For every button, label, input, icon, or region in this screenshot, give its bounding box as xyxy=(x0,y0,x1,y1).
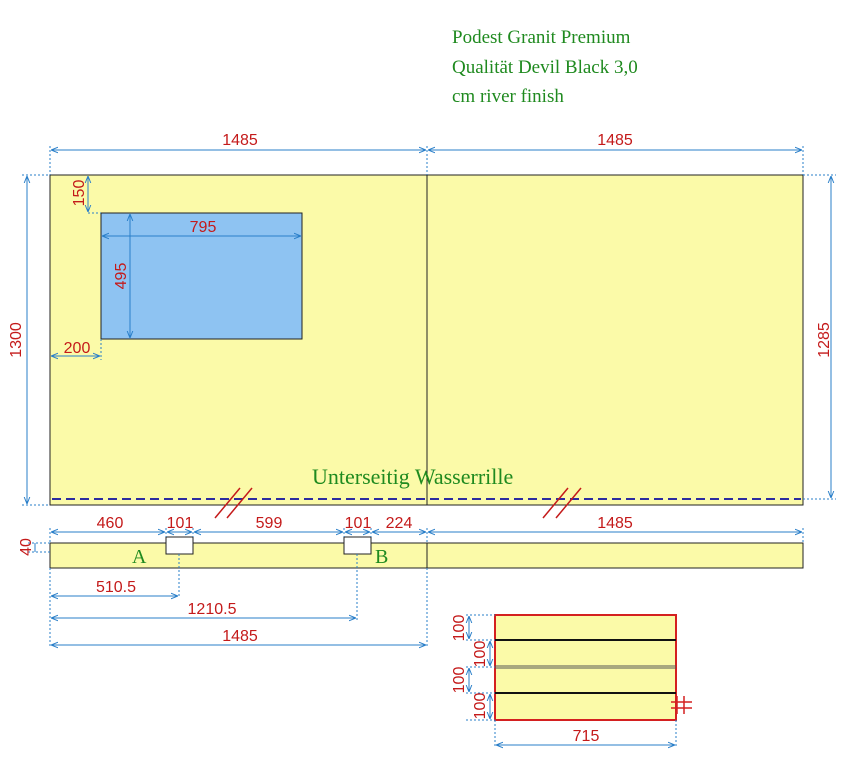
note-line-1: Podest Granit Premium xyxy=(452,27,631,48)
dim-left-width: 1485 xyxy=(222,132,258,149)
dim-seg-460: 460 xyxy=(97,515,124,532)
dim-seg-224: 224 xyxy=(386,515,413,532)
label-b: B xyxy=(375,546,388,568)
dim-right-width: 1485 xyxy=(597,132,633,149)
step-break-mark xyxy=(671,696,692,714)
dim-step-h4: 100 xyxy=(472,693,489,720)
dim-step-h2: 100 xyxy=(472,641,489,668)
dim-seg-599: 599 xyxy=(256,515,283,532)
note-line-3: cm river finish xyxy=(452,86,564,107)
note-line-2: Qualität Devil Black 3,0 xyxy=(452,57,638,78)
strip-right xyxy=(426,542,804,569)
dim-notch-b-width: 101 xyxy=(345,515,372,532)
front-strip: A B 460 101 599 101 224 1485 40 xyxy=(18,515,804,648)
label-a: A xyxy=(132,546,147,568)
groove-label: Unterseitig Wasserrille xyxy=(312,464,513,489)
break-mark-left xyxy=(214,487,253,519)
dim-right-height: 1285 xyxy=(816,322,833,358)
dim-total: 1485 xyxy=(222,628,258,645)
dim-strip-right-width: 1485 xyxy=(597,515,633,532)
notch-b xyxy=(343,536,372,555)
dim-left-height: 1300 xyxy=(8,322,25,358)
dim-strip-height: 40 xyxy=(18,538,35,556)
dim-pos-b: 1210.5 xyxy=(188,601,237,618)
dim-cutout-offset-left: 200 xyxy=(64,340,91,357)
dim-notch-a-width: 101 xyxy=(167,515,194,532)
slab-right xyxy=(426,174,804,506)
notch-a xyxy=(165,536,194,555)
step-detail: 100 100 100 100 715 xyxy=(451,614,692,748)
dim-step-h1: 100 xyxy=(451,615,468,642)
break-mark-right xyxy=(542,487,582,519)
dim-step-h3: 100 xyxy=(451,667,468,694)
dim-cutout-height: 495 xyxy=(113,263,130,290)
dim-cutout-offset-top: 150 xyxy=(71,180,88,207)
dim-pos-a: 510.5 xyxy=(96,579,136,596)
dim-cutout-width: 795 xyxy=(190,219,217,236)
top-view: Unterseitig Wasserrille 1485 1485 1300 1… xyxy=(8,132,836,519)
dim-step-width: 715 xyxy=(573,728,600,745)
